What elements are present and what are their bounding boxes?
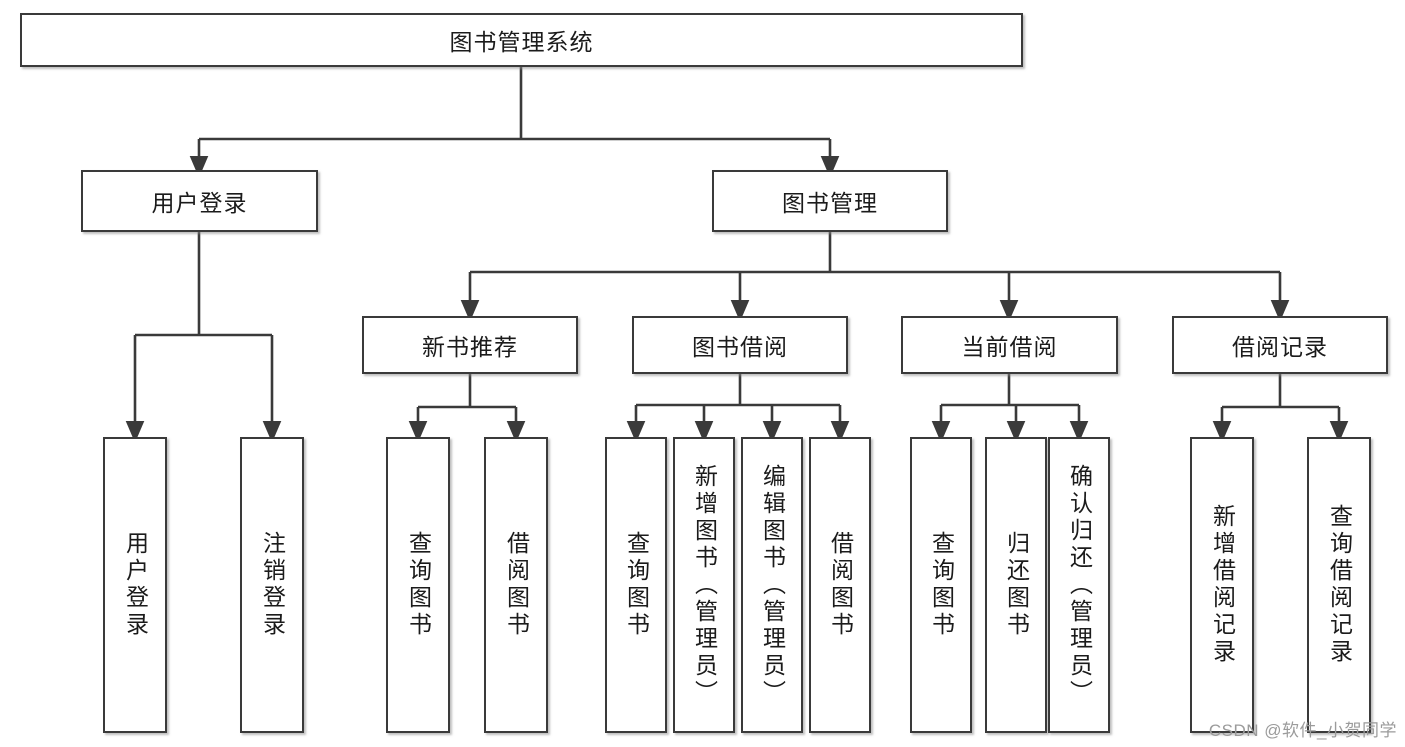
csdn-watermark: CSDN @软件_小贺同学 <box>1208 721 1397 740</box>
node-label: 新增图书（管理员） <box>691 463 718 707</box>
node-label: 查询图书 <box>928 531 955 639</box>
node-user-login[interactable]: 用户登录 <box>81 170 318 232</box>
leaf-cur-return-book[interactable]: 归还图书 <box>985 437 1047 733</box>
node-label: 注销登录 <box>259 531 286 639</box>
leaf-cur-query-book[interactable]: 查询图书 <box>910 437 972 733</box>
leaf-borrow-do-borrow[interactable]: 借阅图书 <box>809 437 871 733</box>
connector-new-book-recommend-to-leaves <box>408 374 526 443</box>
node-label: 归还图书 <box>1003 531 1030 639</box>
node-label: 图书借阅 <box>692 334 788 360</box>
node-label: 查询图书 <box>623 531 650 639</box>
node-label: 确认归还（管理员） <box>1066 463 1093 707</box>
node-root-system[interactable]: 图书管理系统 <box>20 13 1023 67</box>
node-label: 借阅图书 <box>503 531 530 639</box>
node-label: 用户登录 <box>151 190 248 216</box>
node-book-borrow[interactable]: 图书借阅 <box>632 316 848 374</box>
node-label: 用户登录 <box>122 531 149 639</box>
node-book-manage[interactable]: 图书管理 <box>712 170 948 232</box>
node-new-book-recommend[interactable]: 新书推荐 <box>362 316 578 374</box>
node-label: 查询图书 <box>405 531 432 639</box>
leaf-borrow-add-book[interactable]: 新增图书（管理员） <box>673 437 735 733</box>
node-label: 新书推荐 <box>422 334 518 360</box>
node-label: 图书管理系统 <box>449 29 594 55</box>
connector-book-manage-to-level3 <box>460 232 1290 322</box>
connector-book-borrow-to-leaves <box>626 374 850 443</box>
leaf-cur-confirm-return[interactable]: 确认归还（管理员） <box>1048 437 1110 733</box>
leaf-rec-add-record[interactable]: 新增借阅记录 <box>1190 437 1254 733</box>
leaf-user-login-do[interactable]: 用户登录 <box>103 437 167 733</box>
leaf-rec-query-record[interactable]: 查询借阅记录 <box>1307 437 1371 733</box>
connector-user-login-to-leaves <box>125 232 282 443</box>
node-current-borrow[interactable]: 当前借阅 <box>901 316 1118 374</box>
node-label: 编辑图书（管理员） <box>759 463 786 707</box>
node-label: 借阅图书 <box>827 531 854 639</box>
leaf-user-logout[interactable]: 注销登录 <box>240 437 304 733</box>
connector-borrow-record-to-leaves <box>1212 374 1349 443</box>
leaf-rec-borrow-book[interactable]: 借阅图书 <box>484 437 548 733</box>
leaf-borrow-edit-book[interactable]: 编辑图书（管理员） <box>741 437 803 733</box>
node-label: 图书管理 <box>782 190 878 216</box>
node-label: 查询借阅记录 <box>1326 504 1353 666</box>
node-label: 新增借阅记录 <box>1209 504 1236 666</box>
node-label: 借阅记录 <box>1232 334 1328 360</box>
node-label: 当前借阅 <box>961 334 1058 360</box>
connector-root-to-level2 <box>189 67 840 178</box>
leaf-rec-query-book[interactable]: 查询图书 <box>386 437 450 733</box>
connector-current-borrow-to-leaves <box>931 374 1089 443</box>
leaf-borrow-query-book[interactable]: 查询图书 <box>605 437 667 733</box>
node-borrow-record[interactable]: 借阅记录 <box>1172 316 1388 374</box>
